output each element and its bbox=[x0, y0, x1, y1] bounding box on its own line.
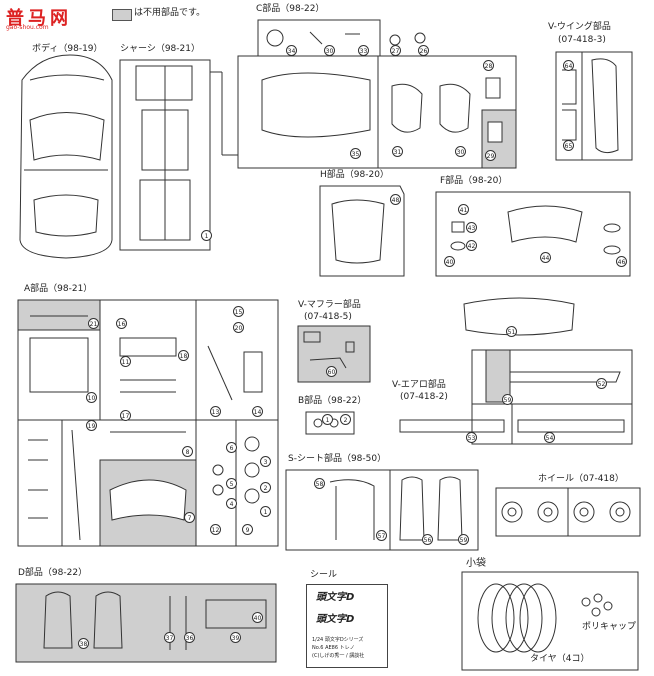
muffler-part-60: 60 bbox=[326, 366, 337, 377]
f-parts-label: F部品（98-20） bbox=[440, 176, 508, 186]
a-part-4: 4 bbox=[226, 498, 237, 509]
seat-part-56: 56 bbox=[422, 534, 433, 545]
d-part-36: 36 bbox=[184, 632, 195, 643]
seal-label: シール bbox=[310, 570, 338, 580]
seat-part-59: 59 bbox=[458, 534, 469, 545]
v-wing-part-65: 65 bbox=[563, 140, 574, 151]
a-part-2: 2 bbox=[260, 482, 271, 493]
a-part-20: 20 bbox=[233, 322, 244, 333]
a-part-14: 14 bbox=[252, 406, 263, 417]
a-part-1: 1 bbox=[260, 506, 271, 517]
c-part-31: 31 bbox=[392, 146, 403, 157]
seal-line-5: (C)しげの秀一 / 講談社 bbox=[312, 653, 365, 659]
aero-part-53: 53 bbox=[466, 432, 477, 443]
aero-part-59: 59 bbox=[502, 394, 513, 405]
b-part-2: 2 bbox=[340, 414, 351, 425]
v-wing-label: V-ウイング部品 bbox=[548, 22, 611, 32]
a-part-5: 5 bbox=[226, 478, 237, 489]
chassis-part-number: 1 bbox=[201, 230, 212, 241]
a-part-13: 13 bbox=[210, 406, 221, 417]
chassis-label: シャーシ（98-21） bbox=[120, 44, 200, 54]
f-part-44: 44 bbox=[540, 252, 551, 263]
v-wing-part-64: 64 bbox=[563, 60, 574, 71]
a-part-15: 15 bbox=[233, 306, 244, 317]
aero-part-54: 54 bbox=[544, 432, 555, 443]
d-part-40: 40 bbox=[252, 612, 263, 623]
a-part-7: 7 bbox=[184, 512, 195, 523]
seal-line-3: 1/24 頭文字Dシリーズ bbox=[312, 637, 364, 643]
polycap-label: ポリキャップ bbox=[582, 622, 637, 632]
a-part-3: 3 bbox=[260, 456, 271, 467]
d-part-39: 39 bbox=[230, 632, 241, 643]
b-part-1: 1 bbox=[322, 414, 333, 425]
c-part-28: 28 bbox=[483, 60, 494, 71]
v-aero-label: V-エアロ部品 bbox=[392, 380, 446, 390]
unused-legend-swatch bbox=[112, 9, 132, 21]
seat-part-58: 58 bbox=[314, 478, 325, 489]
v-muffler-code: (07-418-5) bbox=[304, 312, 352, 322]
unused-legend-text: は不用部品です。 bbox=[134, 8, 206, 18]
a-part-16: 16 bbox=[116, 318, 127, 329]
f-part-43: 43 bbox=[466, 222, 477, 233]
watermark-url: gao-shou.com bbox=[6, 24, 49, 31]
f-part-40: 40 bbox=[444, 256, 455, 267]
seal-line-1: 頭文字D bbox=[316, 592, 355, 603]
a-part-8: 8 bbox=[182, 446, 193, 457]
a-part-6: 6 bbox=[226, 442, 237, 453]
seal-line-4: No.6 AE86 トレノ bbox=[312, 645, 355, 651]
d-part-38: 38 bbox=[78, 638, 89, 649]
f-part-42: 42 bbox=[466, 240, 477, 251]
c-part-30: 30 bbox=[324, 45, 335, 56]
small-bag-label: 小袋 bbox=[466, 558, 486, 569]
a-part-10: 10 bbox=[86, 392, 97, 403]
c-parts-label: C部品（98-22） bbox=[256, 4, 325, 14]
watermark-logo: 普马网 bbox=[6, 8, 72, 29]
c-part-29: 29 bbox=[485, 150, 496, 161]
a-part-9: 9 bbox=[242, 524, 253, 535]
a-part-21: 21 bbox=[88, 318, 99, 329]
seal-line-2: 頭文字D bbox=[316, 614, 355, 625]
aero-part-51: 51 bbox=[506, 326, 517, 337]
d-part-37: 37 bbox=[164, 632, 175, 643]
f-part-41: 41 bbox=[458, 204, 469, 215]
tire-label: タイヤ（4コ） bbox=[530, 654, 590, 664]
v-aero-code: (07-418-2) bbox=[400, 392, 448, 402]
a-part-18: 18 bbox=[178, 350, 189, 361]
a-part-17: 17 bbox=[120, 410, 131, 421]
seal-sheet bbox=[306, 584, 388, 668]
a-part-19: 19 bbox=[86, 420, 97, 431]
s-seat-label: S-シート部品（98-50） bbox=[288, 454, 387, 464]
d-parts-label: D部品（98-22） bbox=[18, 568, 88, 578]
c-part-35: 35 bbox=[350, 148, 361, 159]
h-parts-label: H部品（98-20） bbox=[320, 170, 389, 180]
c-part-34: 34 bbox=[286, 45, 297, 56]
c-part-26: 26 bbox=[418, 45, 429, 56]
h-part-48: 48 bbox=[390, 194, 401, 205]
v-muffler-label: V-マフラー部品 bbox=[298, 300, 361, 310]
a-part-12: 12 bbox=[210, 524, 221, 535]
c-part-30b: 30 bbox=[455, 146, 466, 157]
v-wing-code: (07-418-3) bbox=[558, 35, 606, 45]
seat-part-57: 57 bbox=[376, 530, 387, 541]
c-part-27: 27 bbox=[390, 45, 401, 56]
a-parts-label: A部品（98-21） bbox=[24, 284, 93, 294]
aero-part-52: 52 bbox=[596, 378, 607, 389]
wheel-label: ホイール（07-418） bbox=[538, 474, 624, 484]
a-part-11: 11 bbox=[120, 356, 131, 367]
f-part-46: 46 bbox=[616, 256, 627, 267]
b-parts-label: B部品（98-22） bbox=[298, 396, 367, 406]
c-part-33: 33 bbox=[358, 45, 369, 56]
body-label: ボディ（98-19） bbox=[32, 44, 103, 54]
